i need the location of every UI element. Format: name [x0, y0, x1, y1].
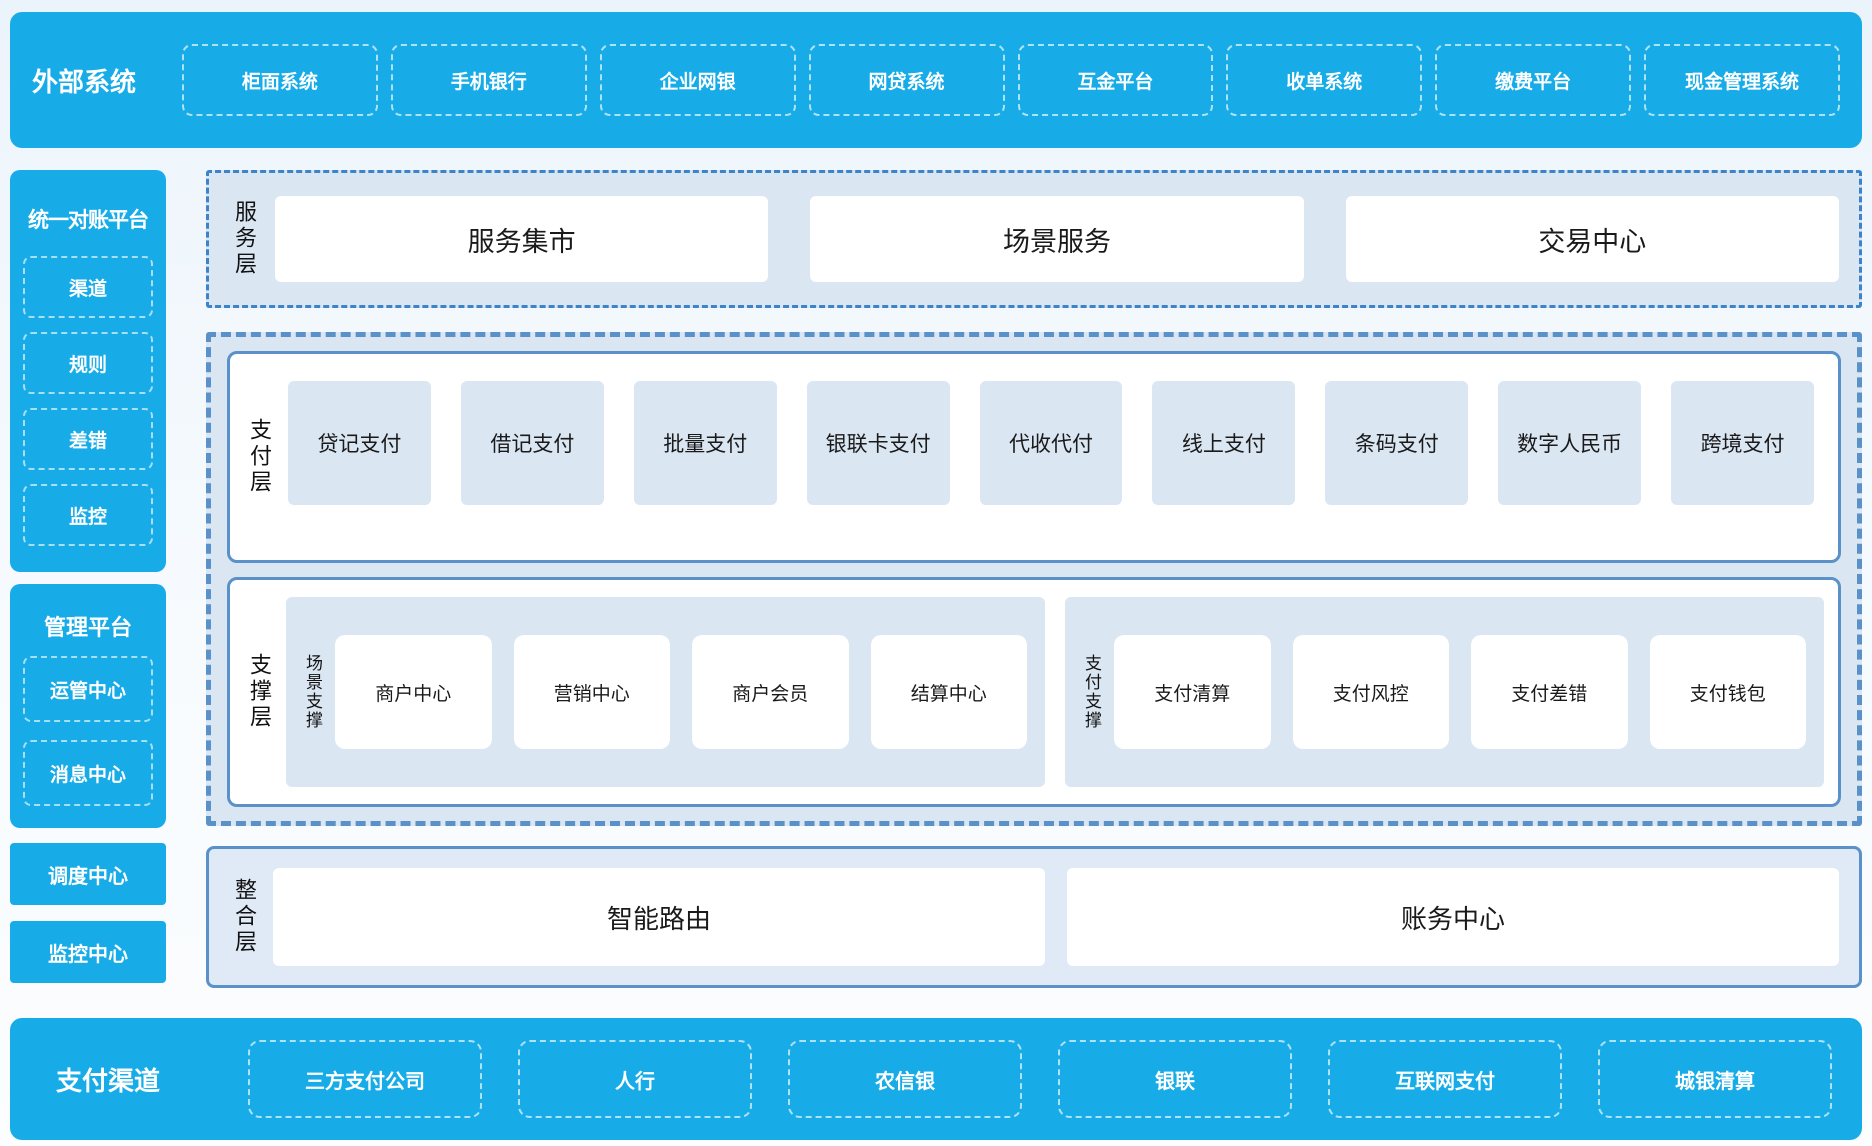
content-row: 统一对账平台 渠道 规则 差错 监控 管理平台 运管中心 消息中心 调度中心 监… [10, 170, 1862, 988]
dispatch-center-block: 调度中心 [10, 843, 166, 905]
support-item: 支付清算 [1114, 635, 1271, 749]
payment-channels-bar: 支付渠道 三方支付公司 人行 农信银 银联 互联网支付 城银清算 [10, 1018, 1862, 1140]
payment-channel-chip: 农信银 [788, 1040, 1022, 1118]
payment-support-panel: 支付支撑 支付清算 支付风控 支付差错 支付钱包 [1065, 597, 1824, 787]
service-layer: 服务层 服务集市 场景服务 交易中心 [206, 170, 1862, 308]
external-system-chip: 柜面系统 [182, 44, 378, 116]
reconciliation-platform-items: 渠道 规则 差错 监控 [23, 256, 153, 546]
reconciliation-item: 规则 [23, 332, 153, 394]
scene-support-panel: 场景支撑 商户中心 营销中心 商户会员 结算中心 [286, 597, 1045, 787]
reconciliation-platform-block: 统一对账平台 渠道 规则 差错 监控 [10, 170, 166, 572]
scene-support-items: 商户中心 营销中心 商户会员 结算中心 [335, 635, 1027, 749]
support-item: 结算中心 [870, 635, 1027, 749]
reconciliation-item: 差错 [23, 408, 153, 470]
payment-item: 批量支付 [633, 381, 777, 505]
service-item: 场景服务 [810, 196, 1304, 282]
payment-support-label: 支付支撑 [1082, 654, 1101, 730]
management-platform-block: 管理平台 运管中心 消息中心 [10, 584, 166, 828]
service-item: 交易中心 [1345, 196, 1839, 282]
payment-channels-items: 三方支付公司 人行 农信银 银联 互联网支付 城银清算 [248, 1040, 1832, 1118]
management-platform-title: 管理平台 [43, 615, 132, 640]
payment-item: 数字人民币 [1498, 381, 1642, 505]
external-system-chip: 网贷系统 [808, 44, 1005, 116]
payment-item: 跨境支付 [1671, 381, 1815, 505]
payment-layer-items: 贷记支付 借记支付 批量支付 银联卡支付 代收代付 线上支付 条码支付 数字人民… [288, 381, 1815, 505]
support-layer: 支撑层 场景支撑 商户中心 营销中心 商户会员 结算中心 [227, 577, 1841, 807]
payment-item: 代收代付 [979, 381, 1123, 505]
external-systems-title: 外部系统 [32, 66, 137, 97]
payment-channel-chip: 互联网支付 [1328, 1040, 1562, 1118]
integration-layer-items: 智能路由 账务中心 [273, 868, 1839, 966]
payment-channel-chip: 人行 [518, 1040, 752, 1118]
integration-layer: 整合层 智能路由 账务中心 [206, 846, 1862, 988]
external-system-chip: 收单系统 [1226, 44, 1423, 116]
payment-layer: 支付层 贷记支付 借记支付 批量支付 银联卡支付 代收代付 线上支付 条码支付 … [227, 351, 1841, 563]
payment-layer-label: 支付层 [247, 418, 272, 496]
external-system-chip: 缴费平台 [1435, 44, 1632, 116]
service-layer-items: 服务集市 场景服务 交易中心 [275, 196, 1839, 282]
external-systems-bar: 外部系统 柜面系统 手机银行 企业网银 网贷系统 互金平台 收单系统 缴费平台 … [10, 12, 1862, 148]
monitor-center-block: 监控中心 [10, 921, 166, 983]
payment-item: 借记支付 [460, 381, 604, 505]
payment-item: 贷记支付 [288, 381, 431, 505]
support-item: 商户中心 [335, 635, 492, 749]
integration-layer-label: 整合层 [232, 878, 257, 956]
payment-channels-title: 支付渠道 [56, 1065, 161, 1096]
external-system-chip: 手机银行 [390, 44, 587, 116]
payment-item: 银联卡支付 [806, 381, 950, 505]
payment-channel-chip: 城银清算 [1598, 1040, 1832, 1118]
external-systems-items: 柜面系统 手机银行 企业网银 网贷系统 互金平台 收单系统 缴费平台 现金管理系… [182, 44, 1840, 116]
payment-item: 条码支付 [1325, 381, 1469, 505]
support-item: 支付钱包 [1649, 635, 1806, 749]
management-item: 消息中心 [23, 740, 153, 806]
service-item: 服务集市 [275, 196, 769, 282]
reconciliation-item: 渠道 [23, 256, 153, 318]
external-system-chip: 企业网银 [599, 44, 796, 116]
support-item: 支付差错 [1471, 635, 1628, 749]
payment-item: 线上支付 [1152, 381, 1296, 505]
management-platform-items: 运管中心 消息中心 [23, 656, 153, 806]
support-item: 商户会员 [692, 635, 849, 749]
management-item: 运管中心 [23, 656, 153, 722]
payment-channel-chip: 银联 [1058, 1040, 1292, 1118]
support-item: 支付风控 [1292, 635, 1449, 749]
reconciliation-item: 监控 [23, 484, 153, 546]
reconciliation-platform-title: 统一对账平台 [28, 209, 149, 232]
external-system-chip: 现金管理系统 [1644, 44, 1840, 116]
support-layer-label: 支撑层 [247, 653, 272, 731]
sidebar: 统一对账平台 渠道 规则 差错 监控 管理平台 运管中心 消息中心 调度中心 监… [10, 170, 166, 988]
service-layer-label: 服务层 [232, 200, 257, 278]
support-layer-panels: 场景支撑 商户中心 营销中心 商户会员 结算中心 支付支撑 支付清算 [286, 597, 1824, 787]
payment-channel-chip: 三方支付公司 [248, 1040, 482, 1118]
main-column: 服务层 服务集市 场景服务 交易中心 支付层 贷记支付 借记支付 批量支付 银联… [206, 170, 1862, 988]
integration-item: 账务中心 [1067, 868, 1839, 966]
payment-support-container: 支付层 贷记支付 借记支付 批量支付 银联卡支付 代收代付 线上支付 条码支付 … [206, 332, 1862, 826]
integration-item: 智能路由 [273, 868, 1045, 966]
support-item: 营销中心 [513, 635, 670, 749]
scene-support-label: 场景支撑 [303, 654, 322, 730]
payment-support-items: 支付清算 支付风控 支付差错 支付钱包 [1114, 635, 1806, 749]
external-system-chip: 互金平台 [1017, 44, 1214, 116]
